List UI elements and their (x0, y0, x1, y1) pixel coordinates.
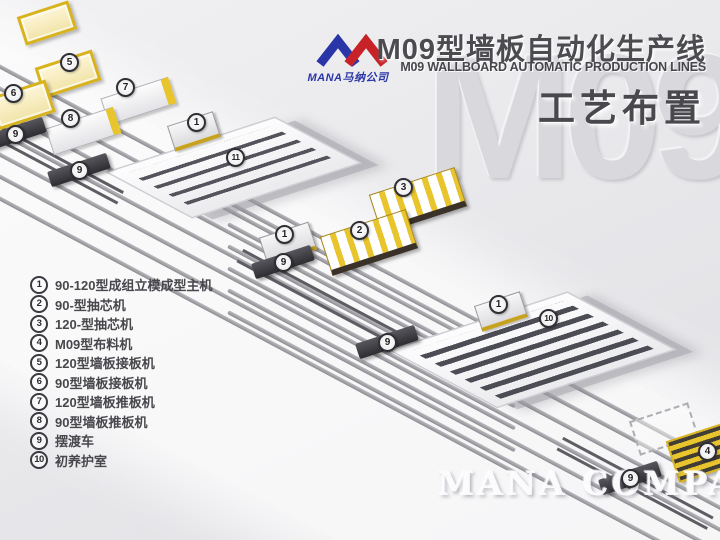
marker-1: 1 (187, 113, 206, 132)
legend-item: 7 120型墙板推板机 (30, 392, 212, 411)
legend-item: 6 90型墙板接板机 (30, 373, 212, 391)
legend-label: 摆渡车 (55, 434, 95, 449)
marker-9: 9 (378, 333, 397, 352)
legend-item: 9 摆渡车 (30, 431, 212, 450)
legend-item: 4 M09型布料机 (30, 334, 212, 352)
legend-number: 4 (30, 334, 48, 352)
legend-label: 90-120型成组立模成型主机 (55, 278, 213, 293)
marker-10: 10 (539, 309, 558, 328)
marker-9: 9 (274, 253, 293, 272)
marker-6: 6 (4, 84, 23, 103)
legend-number: 10 (30, 451, 48, 469)
receiver-machine (16, 0, 78, 46)
legend-number: 7 (30, 392, 48, 411)
legend-label: 90型墙板推板机 (55, 414, 148, 430)
page-subtitle: 工艺布置 (538, 88, 706, 129)
legend-number: 2 (30, 295, 48, 313)
marker-9: 9 (6, 125, 25, 144)
mana-logo-icon (316, 34, 388, 67)
company-watermark: MANA COMPANY (438, 464, 720, 503)
legend-item: 5 120型墙板接板机 (30, 353, 212, 372)
marker-7: 7 (116, 78, 135, 97)
marker-9: 9 (70, 161, 89, 180)
marker-9: 9 (621, 469, 640, 488)
legend-item: 8 90型墙板推板机 (30, 412, 212, 430)
legend-label: 120-型抽芯机 (55, 317, 134, 332)
legend-item: 10 初养护室 (30, 451, 212, 469)
legend-number: 9 (30, 431, 48, 450)
legend-label: M09型布料机 (55, 336, 133, 352)
legend-item: 3 120-型抽芯机 (30, 314, 212, 333)
marker-8: 8 (61, 109, 80, 128)
legend-label: 120型墙板接板机 (55, 356, 155, 371)
legend-number: 6 (30, 373, 48, 391)
legend-label: 120型墙板推板机 (55, 395, 155, 410)
legend-label: 90型墙板接板机 (55, 375, 148, 391)
marker-1: 1 (489, 295, 508, 314)
mana-logo-text: MANA马纳公司 (307, 72, 389, 84)
m09-background-watermark: M09 (425, 17, 720, 216)
marker-1: 1 (275, 225, 294, 244)
legend-item: 2 90-型抽芯机 (30, 295, 212, 313)
legend-label: 初养护室 (55, 453, 108, 469)
marker-2: 2 (350, 221, 369, 240)
marker-3: 3 (394, 178, 413, 197)
legend-number: 1 (30, 275, 48, 294)
legend-label: 90-型抽芯机 (55, 297, 126, 313)
legend: 1 90-120型成组立模成型主机 2 90-型抽芯机 3 120-型抽芯机 4 M09型布料… (30, 275, 213, 469)
page-title: M09型墙板自动化生产线 (376, 34, 706, 66)
legend-number: 3 (30, 314, 48, 333)
marker-11: 11 (226, 148, 245, 167)
legend-number: 5 (30, 353, 48, 372)
marker-4: 4 (698, 442, 717, 461)
legend-number: 8 (30, 412, 48, 430)
page-title-en: M09 WALLBOARD AUTOMATIC PRODUCTION LINES (400, 60, 706, 74)
marker-5: 5 (60, 53, 79, 72)
legend-item: 1 90-120型成组立模成型主机 (30, 275, 213, 294)
